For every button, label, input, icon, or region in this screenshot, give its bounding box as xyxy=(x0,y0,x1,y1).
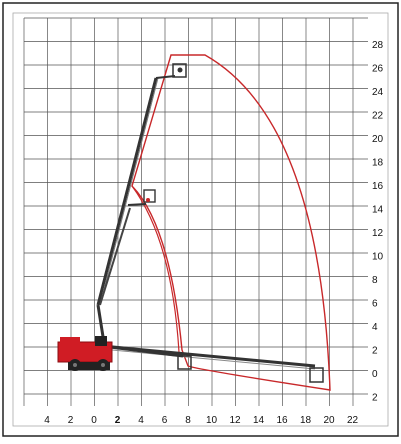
y-tick-label: 16 xyxy=(372,181,384,192)
y-tick-label: 4 xyxy=(372,322,378,333)
y-tick-label: 14 xyxy=(372,205,384,216)
y-tick-label: 10 xyxy=(372,252,384,263)
x-tick-label: 6 xyxy=(162,415,168,426)
x-tick-label: 16 xyxy=(276,415,288,426)
x-tick-label: 10 xyxy=(206,415,218,426)
x-tick-label: 12 xyxy=(229,415,241,426)
x-tick-label: 8 xyxy=(185,415,191,426)
reach-envelope xyxy=(131,54,331,391)
x-tick-label: 2 xyxy=(68,415,74,426)
platform-basket-top xyxy=(172,63,187,78)
x-tick-label: 4 xyxy=(138,415,144,426)
y-tick-label: 22 xyxy=(372,111,384,122)
platform-basket-mid xyxy=(143,189,156,203)
inner-frame xyxy=(12,12,389,427)
y-tick-label: 2 xyxy=(372,393,378,404)
x-tick-label: 4 xyxy=(44,415,50,426)
outer-frame xyxy=(2,2,399,437)
y-tick-label: 26 xyxy=(372,64,384,75)
y-tick-label: 18 xyxy=(372,158,384,169)
boom-horizontal xyxy=(101,344,324,383)
y-tick-label: 24 xyxy=(372,87,384,98)
boom-mid-height xyxy=(99,189,156,306)
y-tick-label: 12 xyxy=(372,228,384,239)
x-tick-label: 18 xyxy=(300,415,312,426)
x-tick-label: 2 xyxy=(115,415,121,426)
y-tick-label: 28 xyxy=(372,40,384,51)
platform-basket-outreach xyxy=(309,367,324,383)
boom-max-height xyxy=(96,63,187,344)
y-tick-label: 2 xyxy=(372,346,378,357)
y-tick-label: 8 xyxy=(372,275,378,286)
platform-basket-low xyxy=(177,355,192,370)
machine-chassis xyxy=(57,336,113,371)
x-tick-label: 14 xyxy=(253,415,265,426)
x-tick-label: 20 xyxy=(323,415,335,426)
x-tick-label: 22 xyxy=(347,415,359,426)
y-tick-label: 20 xyxy=(372,134,384,145)
inner-envelope-arc xyxy=(131,185,180,353)
y-tick-label: 6 xyxy=(372,299,378,310)
y-tick-label: 0 xyxy=(372,369,378,380)
x-tick-label: 0 xyxy=(91,415,97,426)
